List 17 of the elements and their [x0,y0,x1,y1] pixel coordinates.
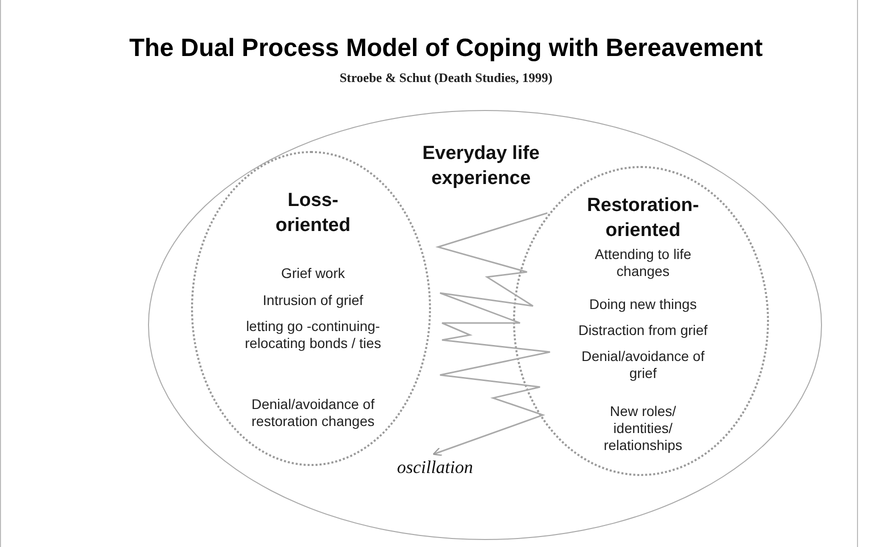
ellipse-item: Intrusion of grief [262,292,364,309]
ellipse-heading: Loss- oriented [274,189,352,238]
ellipse-item: Doing new things [588,296,698,313]
citation: Stroebe & Schut (Death Studies, 1999) [338,70,554,86]
ellipse-item: Denial/avoidance of grief [580,348,706,382]
ellipse-item: New roles/ identities/ relationships [602,403,684,454]
ellipse-heading: Restoration- oriented [586,194,700,243]
ellipse-item: Attending to life changes [594,246,692,280]
outer-ellipse [148,110,822,540]
title: The Dual Process Model of Coping with Bereavement [128,34,764,63]
oscillation-arrow [432,212,551,456]
oscillation-text: oscillation [394,456,476,478]
ellipse-item: letting go -continuing- relocating bonds / ties [244,318,382,352]
ellipse-item: Grief work [280,265,346,282]
ellipse-item: Denial/avoidance of restoration changes [250,396,376,430]
ellipse-heading: Everyday life experience [421,142,541,191]
ellipse-item: Distraction from grief [577,322,709,339]
